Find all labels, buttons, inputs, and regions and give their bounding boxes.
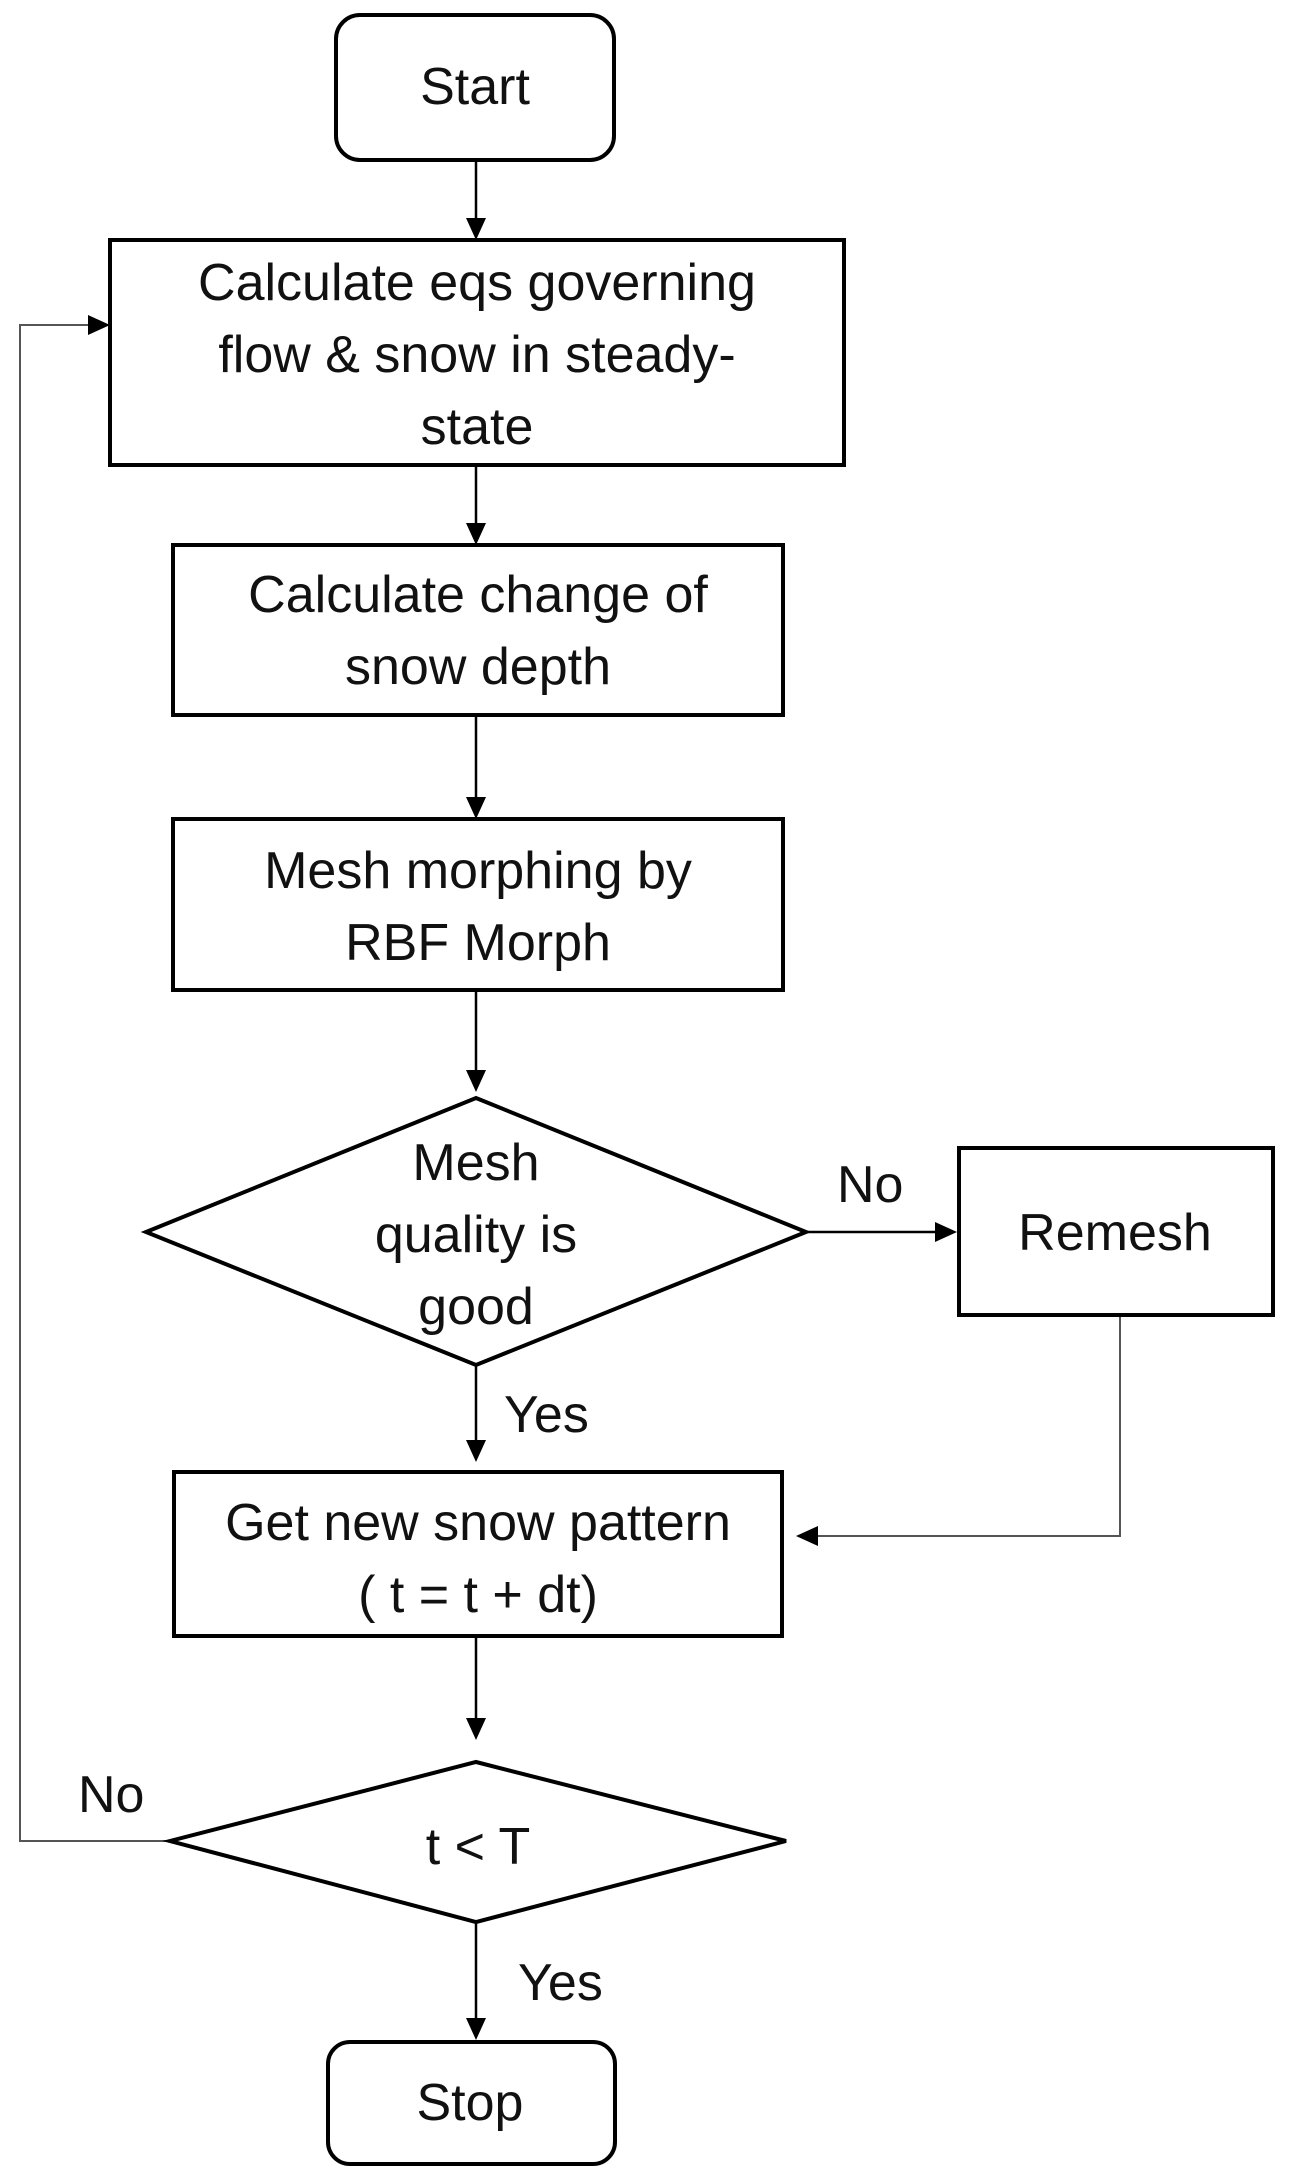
time-no-label: No xyxy=(78,1766,144,1824)
arrowhead xyxy=(466,218,486,240)
connectors xyxy=(19,160,1121,2040)
process-shape xyxy=(171,543,785,717)
quality-line-2: quality is xyxy=(375,1206,577,1264)
terminal-shape xyxy=(326,2040,617,2166)
arrowhead xyxy=(466,2018,486,2040)
morph-line-2: RBF Morph xyxy=(345,914,611,972)
time-check-decision: t < T xyxy=(162,1759,787,1925)
arrowhead xyxy=(466,1070,486,1092)
calculate-snow-depth-process: Calculate change of snow depth xyxy=(171,543,785,717)
quality-line-1: Mesh xyxy=(412,1134,539,1192)
calc-depth-line-1: Calculate change of xyxy=(248,566,708,624)
calculate-equations-process: Calculate eqs governing flow & snow in s… xyxy=(108,238,846,467)
edge-time-check-loop-back xyxy=(19,324,170,1842)
calc-depth-line-2: snow depth xyxy=(345,638,611,696)
quality-line-3: good xyxy=(418,1278,534,1336)
calc-eqs-line-1: Calculate eqs governing xyxy=(198,254,756,312)
new-pattern-line-2: ( t = t + dt) xyxy=(358,1566,598,1624)
quality-no-label: No xyxy=(837,1156,903,1214)
calc-eqs-line-3: state xyxy=(421,398,534,456)
arrowhead xyxy=(88,315,110,335)
terminal-shape xyxy=(334,13,616,162)
new-snow-pattern-process: Get new snow pattern ( t = t + dt) xyxy=(172,1470,784,1638)
stop-label: Stop xyxy=(417,2074,524,2132)
arrowhead xyxy=(466,1440,486,1462)
arrowhead xyxy=(796,1526,818,1546)
quality-yes-label: Yes xyxy=(504,1386,589,1444)
arrowhead xyxy=(466,523,486,545)
mesh-morphing-process: Mesh morphing by RBF Morph xyxy=(171,817,785,992)
arrowhead xyxy=(466,797,486,819)
arrowhead xyxy=(935,1222,957,1242)
decision-shape xyxy=(162,1759,787,1925)
remesh-label: Remesh xyxy=(1018,1204,1212,1262)
calc-eqs-line-2: flow & snow in steady- xyxy=(218,326,735,384)
arrowhead xyxy=(466,1718,486,1740)
new-pattern-line-1: Get new snow pattern xyxy=(225,1494,731,1552)
process-shape xyxy=(957,1146,1275,1317)
process-shape xyxy=(108,238,846,467)
mesh-quality-decision: Mesh quality is good xyxy=(140,1095,812,1368)
start-label: Start xyxy=(420,58,530,116)
time-yes-label: Yes xyxy=(518,1954,603,2012)
edge-remesh-to-new-pattern xyxy=(818,1315,1121,1537)
process-shape xyxy=(171,817,785,992)
morph-line-1: Mesh morphing by xyxy=(264,842,692,900)
edge-labels: No Yes No Yes xyxy=(78,1156,903,2012)
remesh-process: Remesh xyxy=(957,1146,1275,1317)
stop-node: Stop xyxy=(326,2040,617,2166)
start-node: Start xyxy=(334,13,616,162)
decision-shape xyxy=(140,1095,812,1368)
process-shape xyxy=(172,1470,784,1638)
time-check-label: t < T xyxy=(426,1818,531,1876)
